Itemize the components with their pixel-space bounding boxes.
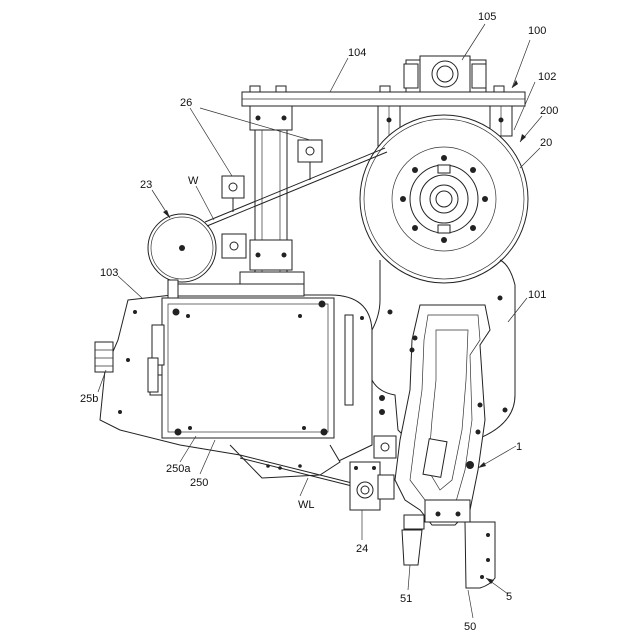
- label-250: 250: [190, 477, 208, 489]
- label-25b: 25b: [80, 393, 98, 405]
- label-200: 200: [540, 105, 558, 117]
- label-24: 24: [356, 543, 368, 555]
- label-102: 102: [538, 71, 556, 83]
- wire-reel-20: [360, 115, 528, 283]
- guide-roller-26b: [298, 140, 322, 180]
- label-1: 1: [516, 441, 522, 453]
- label-26: 26: [180, 97, 192, 109]
- torch-5: [465, 522, 495, 588]
- clamp-24: [350, 462, 394, 510]
- label-20: 20: [540, 137, 552, 149]
- left-column: [240, 106, 304, 290]
- label-104: 104: [348, 47, 366, 59]
- guide-roller-right: [374, 436, 396, 458]
- label-23: 23: [140, 179, 152, 191]
- wire-guide-1: [395, 305, 490, 525]
- label-W: W: [188, 175, 199, 187]
- label-5: 5: [506, 591, 512, 603]
- motor-housing-103: [100, 284, 385, 470]
- top-frame-104: [242, 56, 525, 106]
- label-103: 103: [100, 267, 118, 279]
- label-50: 50: [464, 621, 476, 633]
- label-51: 51: [400, 593, 412, 605]
- label-105: 105: [478, 11, 496, 23]
- lower-bracket: [230, 445, 340, 478]
- label-WL: WL: [298, 499, 315, 511]
- label-250a: 250a: [166, 463, 191, 475]
- label-100: 100: [528, 25, 546, 37]
- guide-roller-26a: [222, 176, 244, 212]
- label-101: 101: [528, 289, 546, 301]
- nozzle-51: [402, 515, 424, 565]
- guide-roller-lower: [222, 234, 246, 258]
